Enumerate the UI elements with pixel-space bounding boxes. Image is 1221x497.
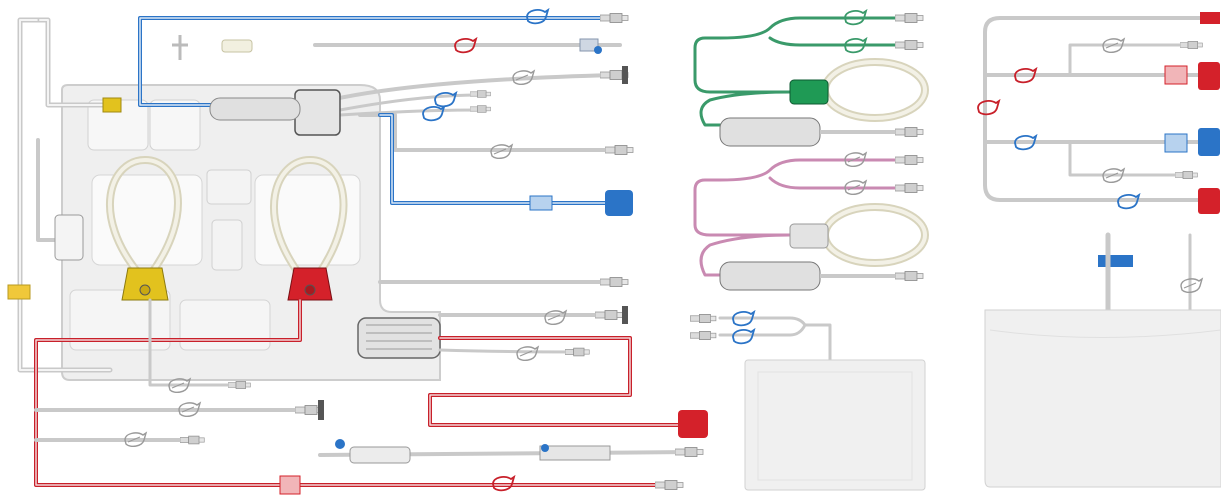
connector-icon[interactable] — [895, 183, 924, 193]
clamp-icon[interactable] — [844, 8, 868, 26]
venous-top-line — [138, 7, 629, 107]
connector-icon[interactable] — [180, 435, 205, 445]
clamp-icon[interactable] — [1014, 66, 1038, 84]
connector-icon[interactable] — [228, 380, 251, 390]
clamp-icon[interactable] — [422, 104, 446, 122]
spare-parts — [172, 35, 622, 60]
bag-medium — [690, 309, 926, 491]
clamp-icon[interactable] — [492, 474, 516, 492]
clamp-icon[interactable] — [516, 346, 539, 362]
clamp-icon[interactable] — [434, 90, 458, 108]
connector-icon[interactable] — [690, 314, 717, 323]
connector-icon[interactable] — [675, 447, 704, 457]
green-circuit — [693, 8, 929, 147]
connector-icon[interactable] — [895, 40, 924, 50]
syringe-line — [318, 439, 704, 464]
connector-icon[interactable] — [600, 277, 629, 287]
upper-branches — [209, 66, 634, 216]
connector-icon[interactable] — [895, 155, 924, 165]
connector-icon[interactable] — [895, 271, 924, 281]
connector-icon[interactable] — [470, 90, 491, 98]
bag-large — [984, 232, 1221, 488]
clamp-icon[interactable] — [1014, 133, 1038, 151]
clamp-icon[interactable] — [526, 7, 550, 25]
connector-icon[interactable] — [655, 480, 684, 490]
clamp-icon[interactable] — [454, 36, 478, 54]
arterial-lower-line — [34, 298, 684, 495]
connector-icon[interactable] — [470, 105, 491, 113]
dialyzer-small — [357, 277, 708, 438]
clamp-icon[interactable] — [732, 309, 756, 327]
connector-icon[interactable] — [1175, 170, 1198, 180]
connector-icon[interactable] — [595, 310, 624, 320]
connector-icon[interactable] — [605, 145, 634, 155]
connector-icon[interactable] — [565, 347, 590, 357]
clamp-icon[interactable] — [1117, 192, 1141, 210]
yellow-pump-segment — [105, 156, 182, 301]
clamp-icon[interactable] — [732, 327, 756, 345]
clamp-icon[interactable] — [977, 98, 1001, 116]
connector-icon[interactable] — [600, 13, 629, 23]
connector-icon[interactable] — [895, 127, 924, 137]
connector-icon[interactable] — [690, 331, 717, 340]
connector-icon[interactable] — [895, 13, 924, 23]
clamp-icon[interactable] — [544, 310, 567, 326]
manifold-right — [977, 12, 1220, 214]
left-line — [7, 17, 122, 373]
clamp-icon[interactable] — [844, 36, 868, 54]
connector-icon[interactable] — [1180, 41, 1203, 49]
pink-circuit — [693, 152, 929, 291]
red-pump-segment — [270, 156, 348, 301]
